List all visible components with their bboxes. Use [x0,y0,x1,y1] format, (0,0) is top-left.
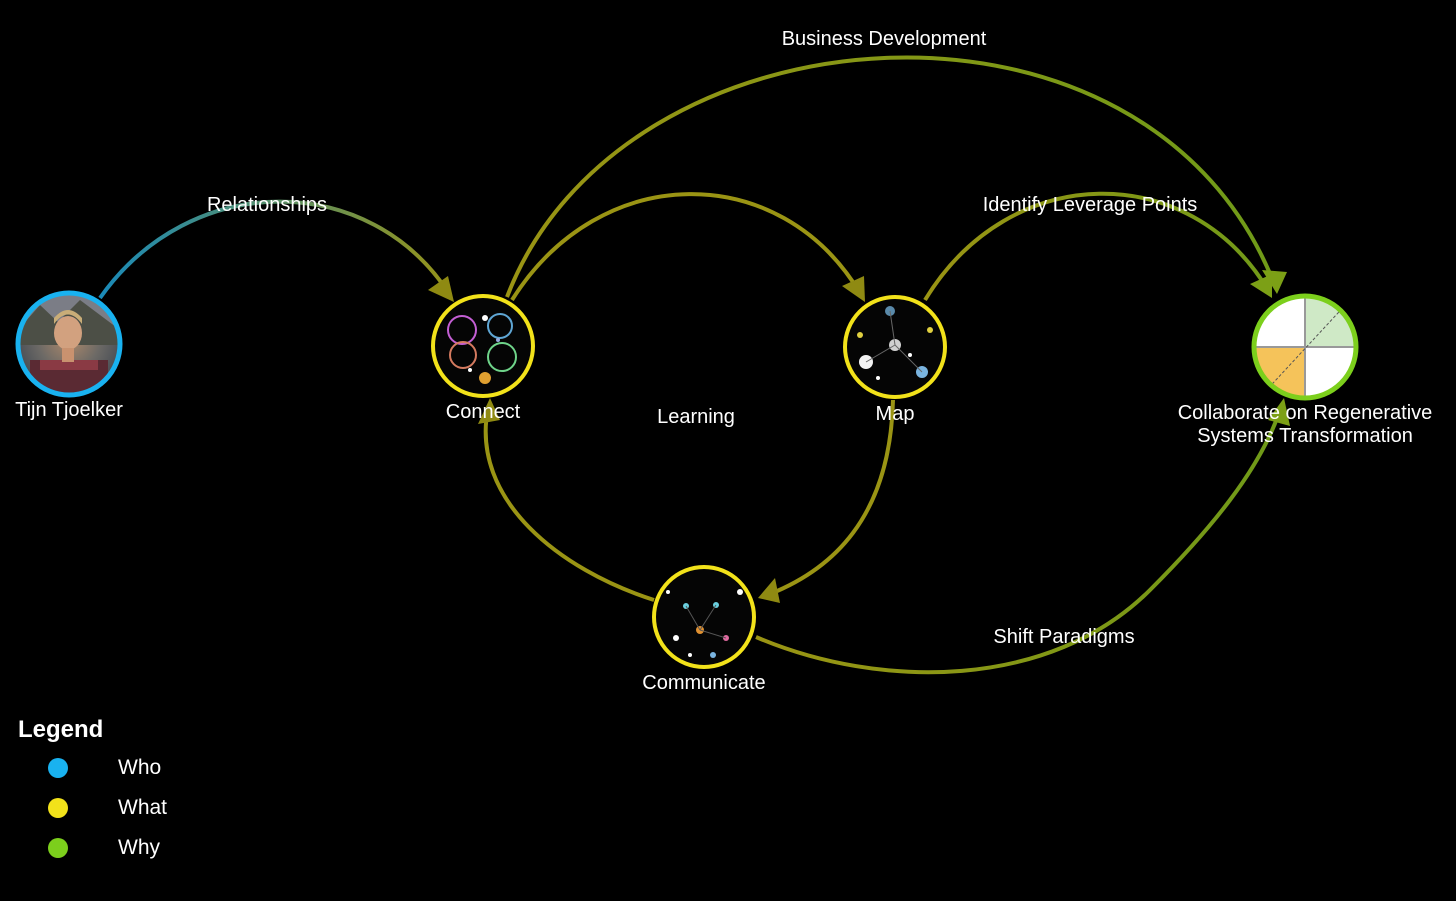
edge-relationships [98,199,452,300]
node-tijn-tjoelker[interactable]: Tijn Tjoelker [15,290,123,421]
edge-label-shift-paradigms: Shift Paradigms [993,626,1134,648]
arrowhead-communicate-connect [478,398,500,424]
communicate-network-image [666,589,743,658]
legend-item-who: Who [18,748,278,788]
legend-label-why: Why [118,836,160,859]
node-connect[interactable]: Connect [431,294,535,423]
arrowhead-relationships [428,276,454,302]
legend-item-what: What [18,788,278,828]
edge-shift-paradigms [755,409,1282,675]
cycle-label-learning: Learning [657,406,735,428]
map-network-image [857,306,933,380]
connect-thumbnail [433,296,533,396]
legend-dot-who [48,758,68,778]
legend-item-why: Why [18,828,278,868]
node-label-connect: Connect [446,401,521,423]
node-label-communicate: Communicate [642,672,765,694]
edges [98,55,1290,675]
node-communicate[interactable]: Communicate [642,565,766,694]
legend-dot-what [48,798,68,818]
edge-map-communicate [769,399,895,596]
node-label-collaborate-line2: Systems Transformation [1197,425,1413,447]
edge-business-development [505,55,1277,298]
arrowhead-map-communicate [758,578,780,603]
edge-labels: Relationships Business Development Ident… [207,28,1197,648]
arrowhead-shift-paradigms [1268,398,1290,426]
legend-label-who: Who [118,756,162,779]
edge-label-business-development: Business Development [782,28,987,50]
edge-identify-leverage-points [923,191,1270,302]
arrowhead-identify-leverage-points [1250,274,1272,298]
edge-connect-map [510,192,862,302]
node-label-collaborate-line1: Collaborate on Regenerative [1178,402,1433,424]
node-label-tijn: Tijn Tjoelker [15,399,123,421]
connect-network-image [447,313,517,384]
node-collaborate[interactable]: Collaborate on Regenerative Systems Tran… [1178,293,1433,447]
legend-dot-why [48,838,68,858]
arrowhead-connect-map [842,276,865,302]
communicate-thumbnail [654,567,754,667]
legend: Legend Who What Why [18,712,278,868]
edge-label-relationships: Relationships [207,194,327,216]
legend-title: Legend [18,716,104,743]
edge-label-identify-leverage-points: Identify Leverage Points [983,194,1198,216]
edge-communicate-connect [483,407,655,602]
legend-label-what: What [118,796,168,819]
node-label-map: Map [876,403,915,425]
node-map[interactable]: Map [843,295,947,425]
